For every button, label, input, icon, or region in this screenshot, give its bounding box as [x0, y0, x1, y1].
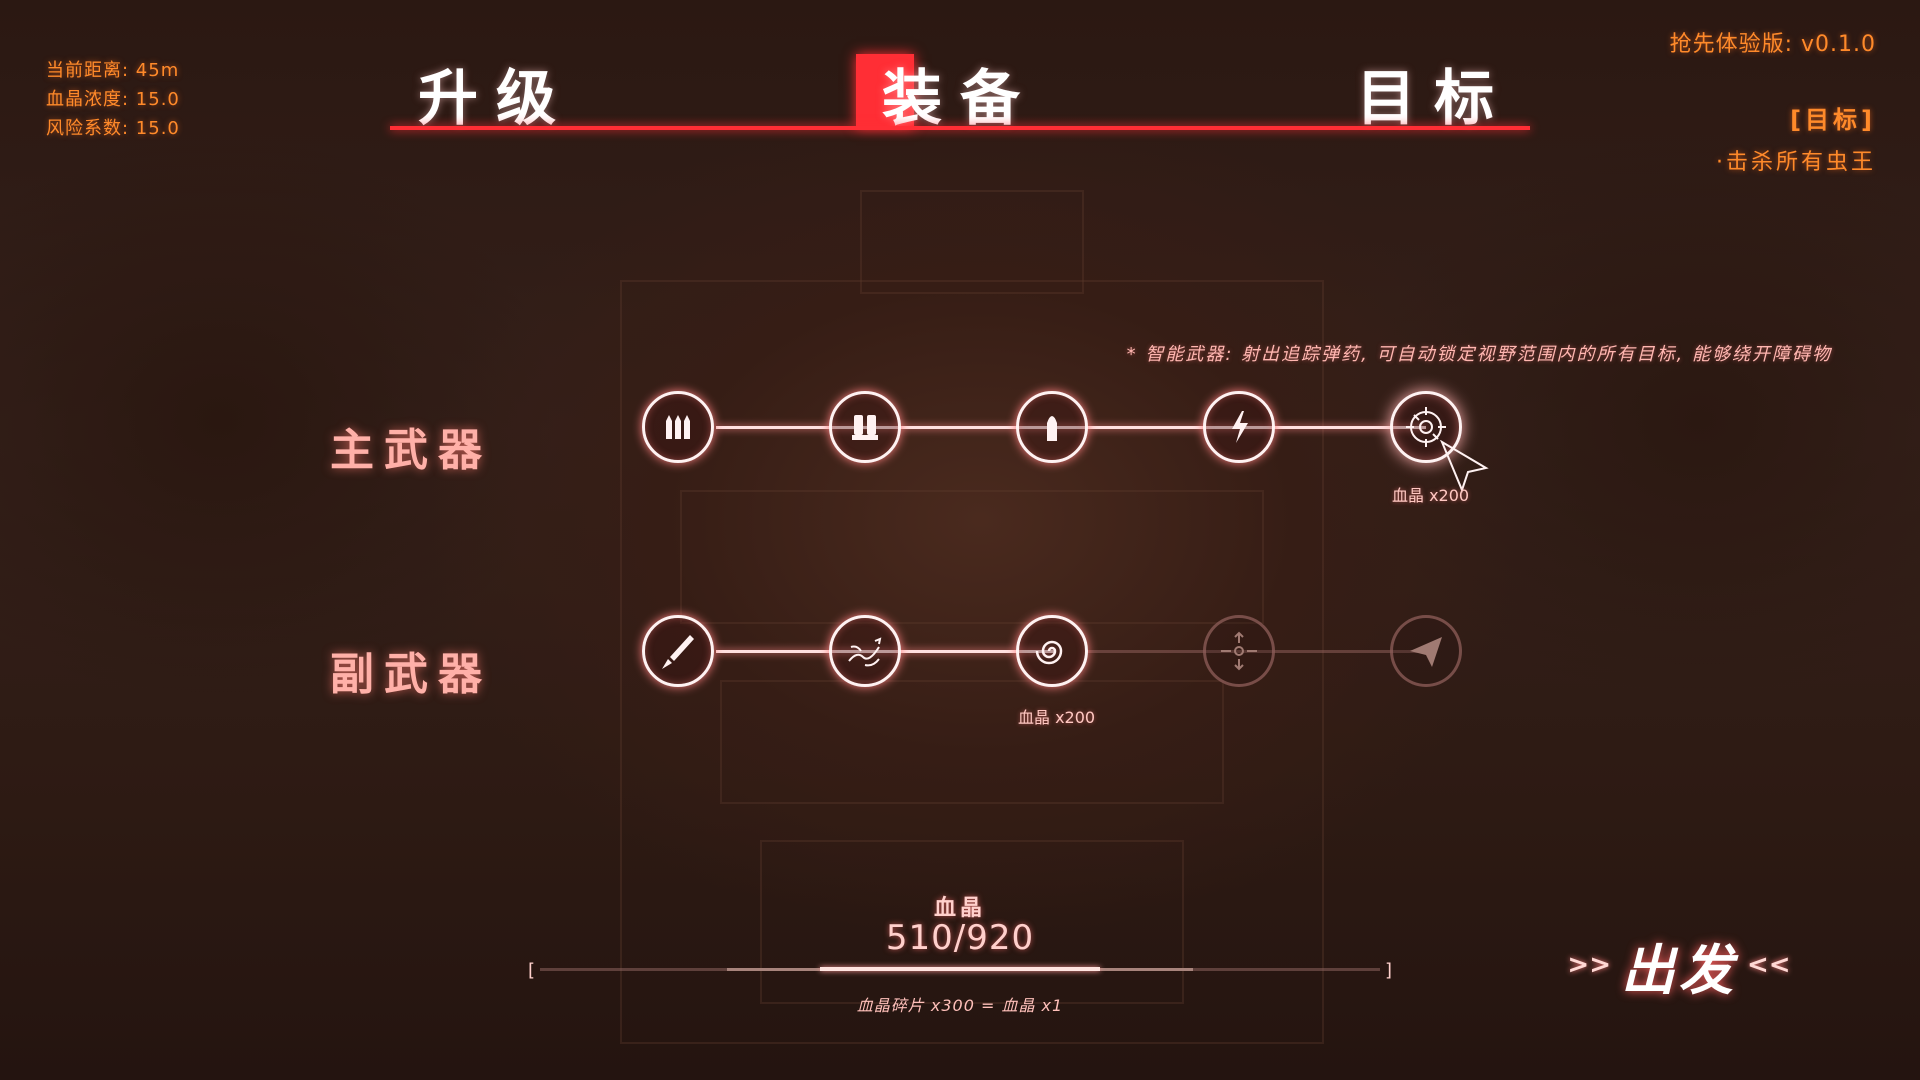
paper-plane-icon: [1410, 637, 1442, 667]
secondary-node-4[interactable]: [1203, 615, 1275, 687]
secondary-weapon-label: 副武器: [330, 649, 492, 700]
homing-missiles-icon: [848, 637, 882, 667]
burst-icon: [1221, 631, 1257, 671]
shotgun-shells-icon: [852, 415, 878, 440]
secondary-node-1[interactable]: [642, 615, 714, 687]
bullets-icon: [666, 415, 690, 439]
secondary-node-3[interactable]: [1016, 615, 1088, 687]
primary-node-5-cost: 血晶 x200: [1392, 486, 1470, 505]
secondary-node-2[interactable]: [829, 615, 901, 687]
rocket-icon: [662, 635, 694, 669]
weapon-description: * 智能武器: 射出追踪弹药, 可自动锁定视野范围内的所有目标, 能够绕开障碍物: [1126, 344, 1832, 365]
bar-fill: [820, 967, 1100, 971]
depart-right-arrows: <<: [1747, 950, 1791, 980]
secondary-node-3-cost: 血晶 x200: [1018, 708, 1096, 727]
bar-right-bracket: ]: [1384, 960, 1392, 981]
lightning-icon: [1232, 411, 1248, 443]
concentration-stat: 血晶浓度: 15.0: [46, 89, 180, 110]
resource-conversion-note: 血晶碎片 x300 = 血晶 x1: [856, 996, 1064, 1015]
version-label: 抢先体验版: v0.1.0: [1669, 32, 1876, 57]
tab-equipment[interactable]: 装备: [882, 64, 1038, 134]
objective-item: ·击杀所有虫王: [1716, 150, 1876, 175]
resource-bar: [ ]: [528, 960, 1392, 981]
primary-node-3[interactable]: [1016, 391, 1088, 463]
depart-button[interactable]: >> 出发 <<: [1564, 930, 1794, 1002]
tab-underline: [390, 126, 1530, 130]
depart-label: 出发: [1621, 938, 1737, 1002]
depart-left-arrows: >>: [1567, 950, 1611, 980]
main-tabs: 升级 装备 目标: [390, 50, 1530, 134]
tab-objective[interactable]: 目标: [1356, 64, 1512, 134]
risk-stat: 风险系数: 15.0: [46, 118, 180, 139]
resource-value: 510/920: [885, 918, 1035, 958]
bar-left-bracket: [: [528, 960, 536, 981]
primary-node-2[interactable]: [829, 391, 901, 463]
secondary-node-5[interactable]: [1390, 615, 1462, 687]
stats-panel: 当前距离: 45m 血晶浓度: 15.0 风险系数: 15.0: [46, 56, 180, 143]
smart-tracking-icon: [1406, 407, 1446, 447]
primary-node-1[interactable]: [642, 391, 714, 463]
tab-upgrade[interactable]: 升级: [418, 64, 574, 134]
cursor-icon: [1440, 440, 1489, 493]
large-bullet-icon: [1047, 416, 1057, 441]
active-tab-marker: [856, 54, 914, 128]
objective-header: [目标]: [1790, 106, 1876, 134]
primary-node-4[interactable]: [1203, 391, 1275, 463]
primary-weapon-label: 主武器: [330, 425, 492, 476]
resource-title: 血晶: [933, 896, 986, 921]
vortex-icon: [1035, 640, 1063, 665]
distance-stat: 当前距离: 45m: [46, 60, 180, 81]
primary-node-5[interactable]: [1390, 391, 1462, 463]
